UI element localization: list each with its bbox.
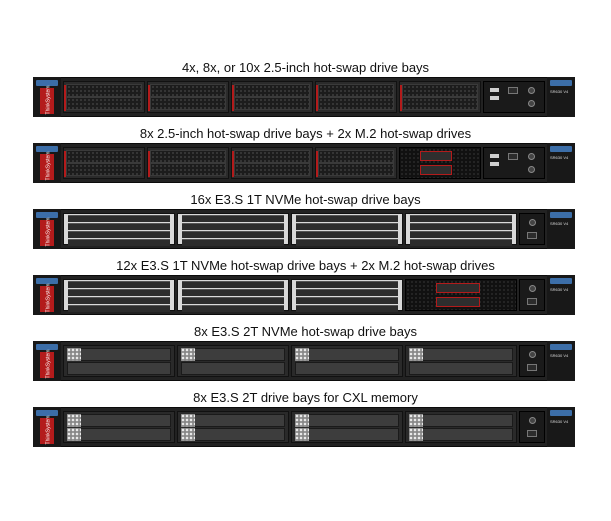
configuration-caption: 16x E3.S 1T NVMe hot-swap drive bays [190, 192, 421, 207]
model-label: SR630 V4 [550, 155, 569, 160]
cxl-memory-bay-group [405, 411, 517, 443]
left-rack-ear: ThinkSystem [33, 143, 61, 183]
m2-drive-module [405, 279, 517, 311]
server-front-panel: ThinkSystem SR630 V4 [33, 77, 575, 117]
cxl-memory-bay-group [291, 411, 403, 443]
configuration-caption: 4x, 8x, or 10x 2.5-inch hot-swap drive b… [181, 60, 430, 75]
usb-port-icon [490, 154, 499, 158]
right-rack-ear: SR630 V4 [547, 407, 575, 447]
e3s-2t-bay-group [291, 345, 403, 377]
left-rack-ear: ThinkSystem [33, 341, 61, 381]
front-io-panel [519, 411, 545, 443]
model-label: SR630 V4 [550, 287, 569, 292]
left-rack-ear: ThinkSystem [33, 77, 61, 117]
power-button[interactable] [528, 153, 535, 160]
brand-logo: ThinkSystem [40, 284, 54, 312]
front-io-panel [519, 345, 545, 377]
left-rack-ear: ThinkSystem [33, 407, 61, 447]
drive-bay-pair [231, 147, 313, 179]
vga-port-icon [508, 87, 518, 94]
drive-bay-pair [315, 147, 397, 179]
server-front-panel: ThinkSystem SR630 V4 [33, 209, 575, 249]
power-button[interactable] [529, 417, 536, 424]
front-io-panel [483, 147, 545, 179]
right-rack-ear: SR630 V4 [547, 275, 575, 315]
model-label: SR630 V4 [550, 89, 569, 94]
vga-port-icon [527, 232, 537, 239]
configuration-caption: 8x E3.S 2T drive bays for CXL memory [193, 390, 418, 405]
power-button[interactable] [529, 285, 536, 292]
vga-port-icon [527, 298, 537, 305]
brand-logo: ThinkSystem [40, 152, 54, 180]
brand-logo: ThinkSystem [40, 86, 54, 114]
drive-bay-pair [63, 147, 145, 179]
drive-bay-pair [231, 81, 313, 113]
model-label: SR630 V4 [550, 419, 569, 424]
e3s-1t-bay-group [63, 279, 175, 312]
server-front-panel: ThinkSystem SR630 V4 [33, 275, 575, 315]
vga-port-icon [527, 364, 537, 371]
id-button[interactable] [528, 100, 535, 107]
right-rack-ear: SR630 V4 [547, 209, 575, 249]
drive-bay-pair [147, 147, 229, 179]
configuration-caption: 12x E3.S 1T NVMe hot-swap drive bays + 2… [116, 258, 495, 273]
server-front-panel: ThinkSystem SR630 V4 [33, 341, 575, 381]
e3s-1t-bay-group [177, 279, 289, 312]
power-button[interactable] [528, 87, 535, 94]
drive-bay-pair [63, 81, 145, 113]
left-rack-ear: ThinkSystem [33, 275, 61, 315]
server-front-panel: ThinkSystem SR630 V4 [33, 407, 575, 447]
brand-logo: ThinkSystem [40, 350, 54, 378]
left-rack-ear: ThinkSystem [33, 209, 61, 249]
right-rack-ear: SR630 V4 [547, 143, 575, 183]
brand-logo: ThinkSystem [40, 416, 54, 444]
front-io-panel [519, 213, 545, 245]
right-rack-ear: SR630 V4 [547, 77, 575, 117]
model-label: SR630 V4 [550, 353, 569, 358]
power-button[interactable] [529, 219, 536, 226]
usb-port-icon [490, 88, 499, 92]
cxl-memory-bay-group [63, 411, 175, 443]
server-front-panel: ThinkSystem SR630 V4 [33, 143, 575, 183]
right-rack-ear: SR630 V4 [547, 341, 575, 381]
m2-drive-module [399, 147, 481, 179]
e3s-1t-bay-group [177, 213, 289, 246]
front-io-panel [483, 81, 545, 113]
drive-bay-pair [399, 81, 481, 113]
configuration-caption: 8x E3.S 2T NVMe hot-swap drive bays [193, 324, 418, 339]
id-button[interactable] [528, 166, 535, 173]
brand-logo: ThinkSystem [40, 218, 54, 246]
vga-port-icon [527, 430, 537, 437]
e3s-2t-bay-group [177, 345, 289, 377]
configuration-caption: 8x 2.5-inch hot-swap drive bays + 2x M.2… [139, 126, 472, 141]
e3s-1t-bay-group [291, 213, 403, 246]
cxl-memory-bay-group [177, 411, 289, 443]
drive-bay-pair [147, 81, 229, 113]
vga-port-icon [508, 153, 518, 160]
power-button[interactable] [529, 351, 536, 358]
usb-port-icon [490, 162, 499, 166]
front-io-panel [519, 279, 545, 311]
usb-port-icon [490, 96, 499, 100]
e3s-2t-bay-group [63, 345, 175, 377]
drive-bay-pair [315, 81, 397, 113]
e3s-1t-bay-group [405, 213, 517, 246]
e3s-1t-bay-group [291, 279, 403, 312]
e3s-2t-bay-group [405, 345, 517, 377]
model-label: SR630 V4 [550, 221, 569, 226]
e3s-1t-bay-group [63, 213, 175, 246]
